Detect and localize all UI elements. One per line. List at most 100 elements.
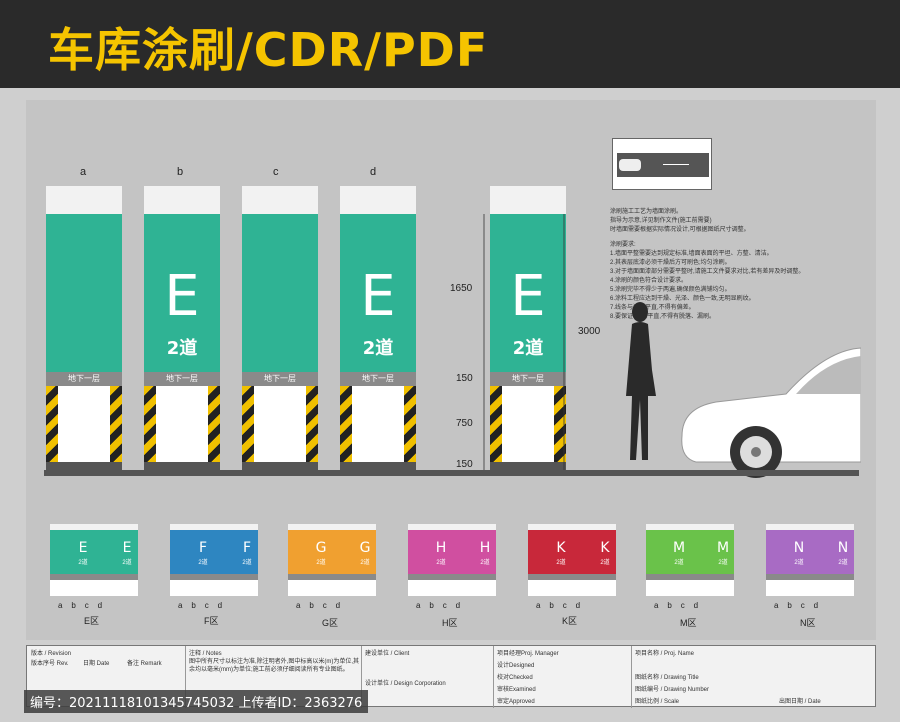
mini-column xyxy=(810,524,832,596)
dimension-750: 750 xyxy=(456,418,473,429)
mini-column xyxy=(646,524,668,596)
instructions-block: 涂刷施工工艺为墙面涂刷。 指导为示意,详见制作文件(施工前需要) 时墙面需要根据… xyxy=(610,209,805,320)
drawing-title-label: 图纸名称 / Drawing Title xyxy=(635,675,699,681)
remark-label: 备注 Remark xyxy=(127,661,162,667)
zone-label-m: M区 xyxy=(680,618,697,628)
column-cap xyxy=(144,186,220,214)
floor-band: 地下一层 xyxy=(144,372,220,386)
column-label-b: b xyxy=(177,166,184,178)
notes-title: 注释 / Notes xyxy=(189,651,222,657)
zone-label-g: G区 xyxy=(322,618,339,628)
abcd-labels-n: a b c d xyxy=(774,601,819,610)
mini-column xyxy=(766,524,788,596)
warning-stripe-left xyxy=(340,386,352,462)
warning-stripe-right xyxy=(306,386,318,462)
checked-label: 校对Checked xyxy=(497,675,533,681)
column-base xyxy=(242,386,318,476)
mini-column xyxy=(288,524,310,596)
scale-label: 图纸比例 / Scale xyxy=(635,699,680,705)
abcd-labels-m: a b c d xyxy=(654,601,699,610)
abcd-labels-f: a b c d xyxy=(178,601,223,610)
column-cap xyxy=(490,186,566,214)
column-b: E 2道 地下一层 xyxy=(144,186,220,476)
person-silhouette xyxy=(626,302,656,460)
abcd-labels-g: a b c d xyxy=(296,601,341,610)
color-panel xyxy=(490,214,566,372)
abcd-labels-h: a b c d xyxy=(416,601,461,610)
footer-id-text: 编号：20211118101345745032 上传者ID：2363276 xyxy=(24,690,369,713)
color-panel xyxy=(144,214,220,372)
mini-column xyxy=(408,524,430,596)
divider xyxy=(361,646,362,708)
floor-band: 地下一层 xyxy=(340,372,416,386)
zone-letter: E xyxy=(164,264,200,329)
color-panel xyxy=(242,214,318,372)
proj-name-label: 项目名称 / Proj. Name xyxy=(635,651,695,657)
dimension-lines xyxy=(483,214,565,472)
zone-label-h: H区 xyxy=(442,618,458,628)
drawing-canvas: a b c d 地下一层 E 2道 地下一层 地下一层 E 2道 地下一层 xyxy=(26,100,876,640)
color-panel xyxy=(46,214,122,372)
column-c: 地下一层 xyxy=(242,186,318,476)
examined-label: 审核Examined xyxy=(497,687,536,693)
zone-label-e: E区 xyxy=(84,616,100,626)
column-detail: E 2道 地下一层 xyxy=(490,186,566,476)
lane-number: 2道 xyxy=(512,338,544,359)
column-label-c: c xyxy=(273,166,279,178)
color-panel xyxy=(340,214,416,372)
warning-stripe-left xyxy=(144,386,156,462)
column-cap xyxy=(340,186,416,214)
abcd-labels-k: a b c d xyxy=(536,601,581,610)
zone-label-f: F区 xyxy=(204,616,219,626)
dimension-150-bottom: 150 xyxy=(456,459,473,470)
notes-text: 图中所有尺寸以标注为准,除注明者外,图中标高以米(m)为单位,其余均以毫米(mm… xyxy=(189,659,359,673)
warning-stripe-left xyxy=(490,386,502,462)
warning-stripe-right xyxy=(110,386,122,462)
mini-column xyxy=(50,524,72,596)
edit-date-label: 日期 Date xyxy=(83,661,110,667)
warning-stripe-right xyxy=(554,386,566,462)
zone-label-k: K区 xyxy=(562,616,578,626)
header-bar: 车库涂刷/CDR/PDF xyxy=(0,0,900,88)
divider xyxy=(185,646,186,708)
title-block: 版本 / Revision 版本序号 Rev. 日期 Date 备注 Remar… xyxy=(26,645,876,708)
warning-stripe-right xyxy=(208,386,220,462)
column-base xyxy=(490,386,566,476)
footer: 编号：20211118101345745032 上传者ID：2363276 xyxy=(0,686,900,722)
pm-label: 项目经理Proj. Manager xyxy=(497,651,559,657)
dimension-1650: 1650 xyxy=(450,283,473,294)
column-base xyxy=(340,386,416,476)
mini-column xyxy=(528,524,550,596)
drawing-no-label: 图纸编号 / Drawing Number xyxy=(635,687,710,693)
column-label-a: a xyxy=(80,166,87,178)
client-label: 建设单位 / Client xyxy=(365,651,410,657)
approved-label: 审定Approved xyxy=(497,699,535,705)
lane-number: 2道 xyxy=(362,338,394,359)
designed-label: 设计Designed xyxy=(497,663,535,669)
page-title: 车库涂刷/CDR/PDF xyxy=(48,23,489,77)
mini-column xyxy=(690,524,712,596)
floor-band: 地下一层 xyxy=(490,372,566,386)
lane-number: 2道 xyxy=(166,338,198,359)
floor-band: 地下一层 xyxy=(242,372,318,386)
abcd-labels-e: a b c d xyxy=(58,601,103,610)
date-label: 出图日期 / Date xyxy=(779,699,821,705)
mini-column xyxy=(214,524,236,596)
zone-letter: E xyxy=(360,264,396,329)
warning-stripe-left xyxy=(242,386,254,462)
revision-label: 版本 / Revision xyxy=(31,651,72,657)
divider xyxy=(631,646,632,708)
mini-column xyxy=(170,524,192,596)
